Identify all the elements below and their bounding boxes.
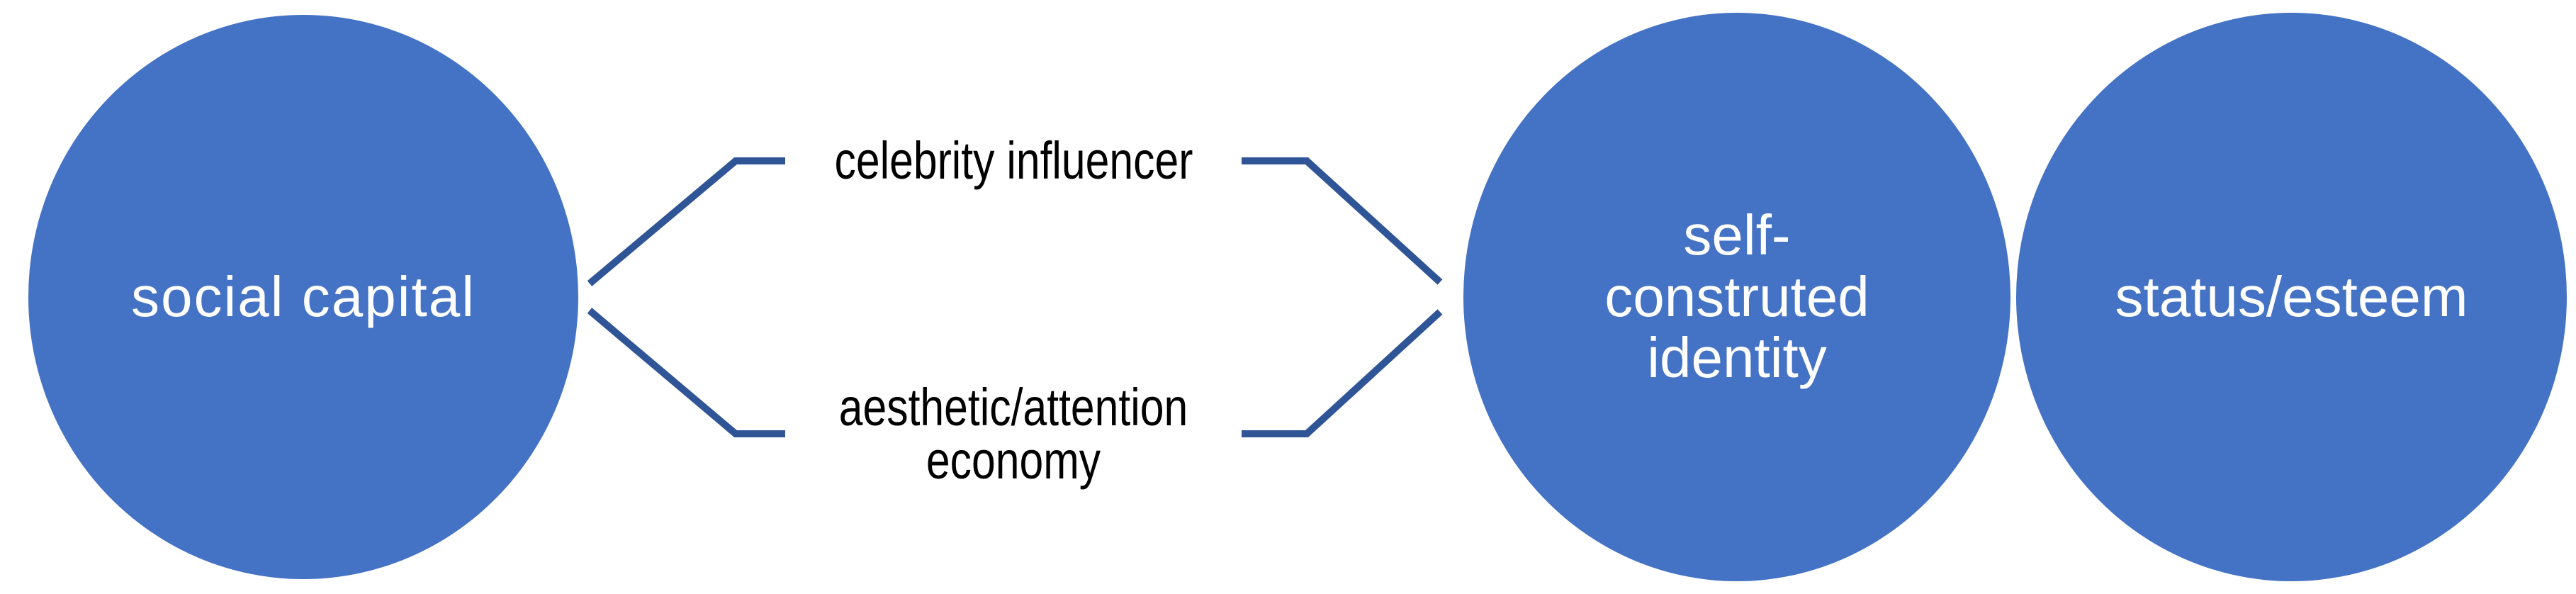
node-status-esteem: status/esteem xyxy=(2016,13,2567,581)
connector-top-right xyxy=(1242,157,1443,285)
node-self-construted-identity: self-construted identity xyxy=(1463,13,2010,581)
branch-label-aesthetic-attention-economy: aesthetic/attention economy xyxy=(748,381,1279,487)
connector-bottom-left xyxy=(587,308,785,437)
branch-label-celebrity-influencer-text: celebrity influencer xyxy=(834,131,1193,190)
node-social-capital: social capital xyxy=(28,15,578,579)
connector-top-left xyxy=(587,157,785,286)
connector-bottom-right xyxy=(1242,309,1443,437)
node-self-construted-identity-label: self-construted identity xyxy=(1604,203,1869,390)
branch-label-celebrity-influencer: celebrity influencer xyxy=(748,135,1279,187)
node-social-capital-label: social capital xyxy=(130,264,476,328)
node-status-esteem-label: status/esteem xyxy=(2115,264,2468,328)
branch-label-aesthetic-attention-economy-text: aesthetic/attention economy xyxy=(838,378,1188,490)
